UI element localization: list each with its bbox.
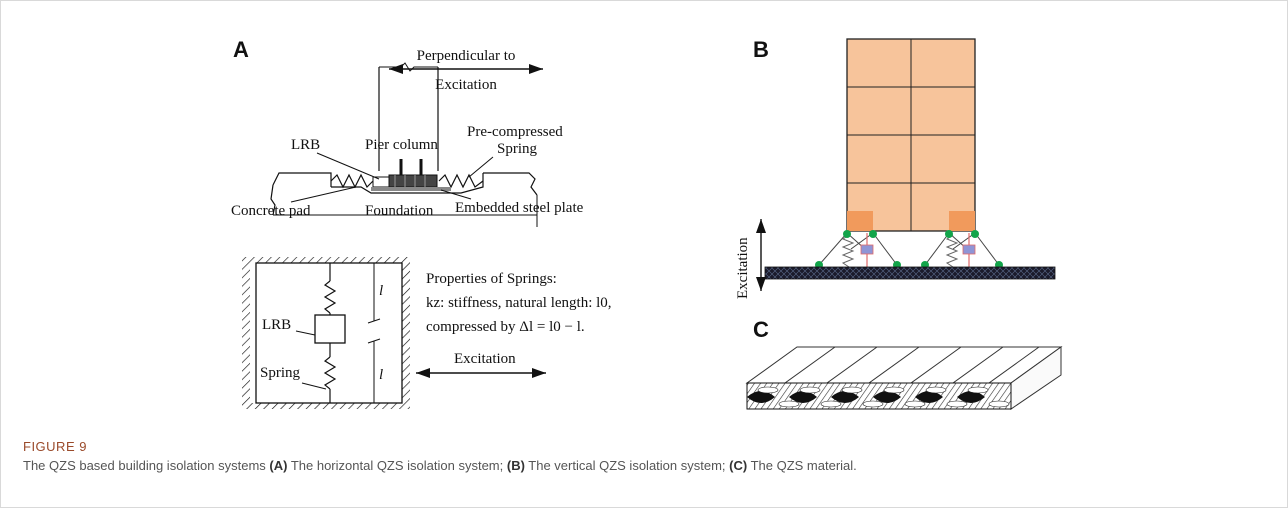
caption-a-tag: (A) bbox=[269, 458, 288, 473]
excitation-bottom-label: Excitation bbox=[454, 351, 516, 367]
properties-line-3: compressed by Δl = l0 − l. bbox=[426, 319, 585, 335]
left-qzs-unit bbox=[815, 230, 901, 269]
length-label-bottom: l bbox=[379, 367, 383, 383]
properties-title: Properties of Springs: bbox=[426, 271, 557, 287]
caption-intro: The QZS based building isolation systems bbox=[23, 458, 270, 473]
panel-b-letter: B bbox=[753, 37, 769, 62]
caption-b-tag: (B) bbox=[506, 458, 525, 473]
panel-b-diagram: Excitation bbox=[735, 38, 1056, 299]
spring-top-label: Spring bbox=[497, 141, 538, 157]
panel-c-diagram bbox=[745, 346, 1063, 410]
steel-plate-label: Embedded steel plate bbox=[455, 200, 584, 216]
spring-bottom-label: Spring bbox=[260, 365, 301, 381]
properties-line-2: kz: stiffness, natural length: l0, bbox=[426, 295, 612, 311]
caption-a-text: The horizontal QZS isolation system; bbox=[287, 458, 507, 473]
lrb-top-label: LRB bbox=[291, 137, 320, 153]
length-label-top: l bbox=[379, 283, 383, 299]
left-pad bbox=[847, 211, 873, 231]
concrete-pad-label: Concrete pad bbox=[231, 203, 311, 219]
foundation-label: Foundation bbox=[365, 203, 434, 219]
perpendicular-label: Perpendicular to bbox=[417, 48, 516, 64]
figure-caption: The QZS based building isolation systems… bbox=[23, 458, 1263, 473]
pre-compressed-label: Pre-compressed bbox=[467, 124, 563, 140]
caption-c-text: The QZS material. bbox=[747, 458, 857, 473]
pier-column-label: Pier column bbox=[365, 137, 438, 153]
base-plate bbox=[764, 266, 1056, 280]
right-qzs-unit bbox=[921, 230, 1003, 269]
excitation-top-label: Excitation bbox=[435, 77, 497, 93]
caption-b-text: The vertical QZS isolation system; bbox=[524, 458, 730, 473]
lrb-bottom-label: LRB bbox=[262, 317, 291, 333]
excitation-vertical-label: Excitation bbox=[735, 237, 751, 299]
right-pad bbox=[949, 211, 975, 231]
panel-a-letter: A bbox=[233, 37, 249, 62]
caption-c-tag: (C) bbox=[729, 458, 748, 473]
panel-a-top-diagram: Perpendicular to Excitation LRB Pier col… bbox=[231, 48, 584, 227]
panel-c-letter: C bbox=[753, 317, 769, 342]
panel-a-bottom-diagram: l l LRB Spring Properties of Springs: kz… bbox=[242, 257, 612, 409]
figure-label: FIGURE 9 bbox=[23, 439, 87, 454]
